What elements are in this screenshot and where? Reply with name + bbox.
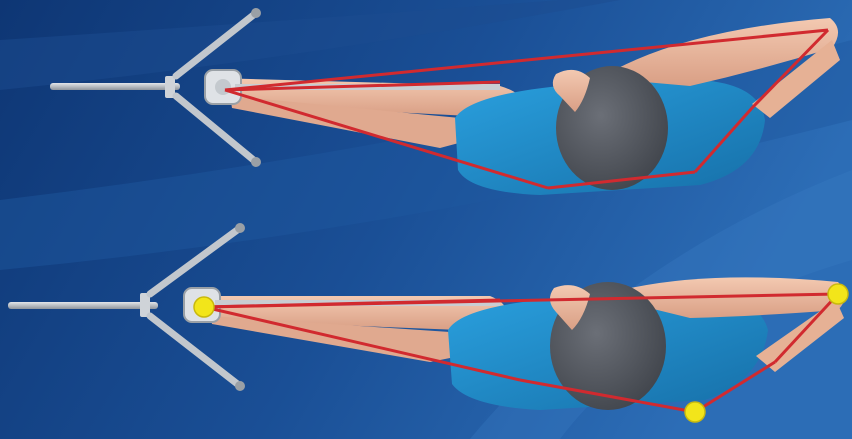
joint-marker-bow-hand: [194, 297, 214, 317]
joint-marker-shoulder: [685, 402, 705, 422]
joint-marker-draw-elbow: [828, 284, 848, 304]
